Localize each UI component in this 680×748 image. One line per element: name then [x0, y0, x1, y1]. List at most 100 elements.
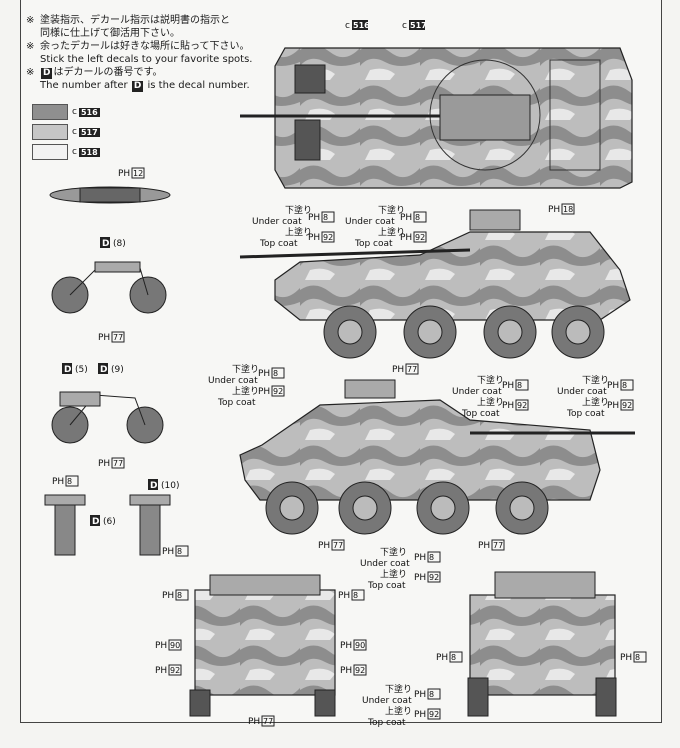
decal-10: (10) [161, 481, 179, 491]
decal-6: (6) [103, 517, 116, 527]
decal-6-badge [90, 515, 100, 526]
coat-label-mid-right: 下塗り Under coat 上塗り Top coat [557, 374, 609, 419]
side-view-left [239, 379, 635, 535]
paint-h8-f-box [65, 475, 79, 487]
svg-text:Under coat: Under coat [557, 387, 607, 397]
paint-h92-i-box [168, 664, 182, 676]
motorcycle-side-2 [51, 391, 164, 444]
coat-label-top-right: 下塗り Under coat 上塗り Top coat [345, 204, 405, 249]
paint-h8-i: 8 [177, 591, 182, 600]
svg-text:上塗り: 上塗り [378, 226, 405, 238]
paint-h8-d-prefix: PH [502, 381, 514, 391]
decal-5-badge [62, 363, 72, 374]
swatch-chip [32, 104, 68, 120]
note-2: ※ 余ったデカールは好きな場所に貼って下さい。Stick the left de… [26, 41, 253, 65]
paint-h92-b-prefix: PH [400, 233, 412, 243]
paint-h8-e-box [620, 379, 634, 391]
paint-h92-d: 92 [517, 401, 527, 410]
paint-h77-a-box [111, 331, 125, 343]
paint-h77-e-box [491, 539, 505, 551]
paint-h77-d: 77 [333, 541, 343, 550]
top-code-left-box [352, 20, 368, 30]
svg-text:Top coat: Top coat [367, 581, 406, 591]
paint-h8-l-box [633, 651, 647, 663]
decal-9-letter: D [100, 365, 107, 375]
paint-h92-e: 92 [622, 401, 632, 410]
paint-h77-c: 77 [113, 459, 123, 468]
paint-h12-box [131, 167, 145, 179]
paint-h92-h-prefix: PH [414, 573, 426, 583]
swatch-518: c 518 [32, 144, 100, 160]
paint-h8-g-box [175, 545, 189, 557]
decal-6-letter: D [92, 517, 99, 527]
paint-h92-i-prefix: PH [155, 666, 167, 676]
top-code-right-box [409, 20, 425, 30]
paint-h77-a: 77 [113, 333, 123, 342]
paint-h90-a-prefix: PH [155, 641, 167, 651]
paint-h92-b-box [413, 231, 427, 243]
decal-8-badge [100, 237, 110, 248]
paint-h8-i-box [175, 589, 189, 601]
svg-text:上塗り: 上塗り [477, 396, 504, 408]
paint-h18: 18 [563, 205, 573, 214]
decal-8-letter: D [102, 239, 109, 249]
paint-h8-j: 8 [353, 591, 358, 600]
paint-h92-d-box [515, 399, 529, 411]
color-swatches: c 516 c 517 c 518 [32, 104, 100, 164]
decal-9: (9) [111, 365, 124, 375]
paint-h92-b: 92 [415, 233, 425, 242]
paint-h92-i: 92 [170, 666, 180, 675]
paint-h90-b-box [353, 639, 367, 651]
paint-h92-a: 92 [323, 233, 333, 242]
paint-h8-i-prefix: PH [162, 591, 174, 601]
rear-view [189, 574, 336, 717]
decal-5: (5) [75, 365, 88, 375]
paint-h8-a-box [321, 211, 335, 223]
paint-h8-k: 8 [451, 653, 456, 662]
paint-h77-e: 77 [493, 541, 503, 550]
paint-h18-prefix: PH [548, 205, 560, 215]
paint-h77-f-box [261, 715, 275, 727]
paint-h8-l: 8 [635, 653, 640, 662]
paint-h8-l-prefix: PH [620, 653, 632, 663]
paint-h92-j-prefix: PH [340, 666, 352, 676]
svg-text:下塗り: 下塗り [232, 363, 259, 375]
paint-h92-m-box [427, 708, 441, 720]
decal-9-badge [98, 363, 108, 374]
paint-h8-h-box [427, 551, 441, 563]
paint-h12: 12 [133, 169, 143, 178]
svg-text:下塗り: 下塗り [385, 683, 412, 695]
svg-text:Top coat: Top coat [566, 409, 605, 419]
paint-h8-d-box [515, 379, 529, 391]
paint-h92-a-box [321, 231, 335, 243]
top-code-right: 517 [410, 21, 427, 30]
coat-label-bottom-right: 下塗り Under coat 上塗り Top coat [362, 683, 412, 728]
paint-h77-b-prefix: PH [392, 365, 404, 375]
paint-h92-e-prefix: PH [607, 401, 619, 411]
notes-block: ※ 塗装指示、デカール指示は説明書の指示と同様に仕上げて御活用下さい。 ※ 余っ… [26, 14, 286, 92]
svg-text:Under coat: Under coat [252, 217, 302, 227]
decal-letter-badge: D [41, 68, 53, 79]
coat-label-bottom-center: 下塗り Under coat 上塗り Top coat [360, 546, 410, 591]
paint-h77-d-prefix: PH [318, 541, 330, 551]
paint-h8-c: 8 [273, 369, 278, 378]
coat-label-mid-left: 下塗り Under coat 上塗り Top coat [208, 363, 259, 408]
paint-h77-a-prefix: PH [98, 333, 110, 343]
paint-h8-h: 8 [429, 553, 434, 562]
paint-h8-c-box [271, 367, 285, 379]
motorcycle-front [129, 494, 171, 556]
svg-text:Under coat: Under coat [452, 387, 502, 397]
svg-text:Top coat: Top coat [217, 398, 256, 408]
decal-8: (8) [113, 239, 126, 249]
paint-h18-box [561, 203, 575, 215]
paint-h8-f: 8 [67, 477, 72, 486]
svg-text:下塗り: 下塗り [285, 204, 312, 216]
svg-text:下塗り: 下塗り [477, 374, 504, 386]
paint-h8-k-box [449, 651, 463, 663]
paint-h8-b-box [413, 211, 427, 223]
paint-h8-g-prefix: PH [162, 547, 174, 557]
svg-text:下塗り: 下塗り [582, 374, 609, 386]
paint-h92-a-prefix: PH [308, 233, 320, 243]
paint-h77-b-box [405, 363, 419, 375]
top-code-left-prefix: c [345, 21, 350, 31]
